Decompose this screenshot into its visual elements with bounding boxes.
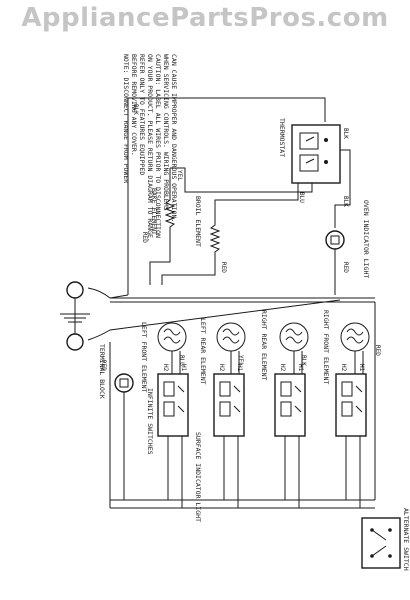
rf-wires <box>354 351 364 374</box>
rr-line-wires <box>284 436 300 508</box>
note-line: WHEN SERVICING CONTROLS. WIRING PROBLEMS <box>162 54 170 211</box>
note-line: NOTE: DISCONNECT RANGE FROM POWER <box>122 54 130 183</box>
infinite-switches-label: INFINITE SWITCHES <box>146 388 154 455</box>
wire-label-yel: YEL <box>237 355 244 366</box>
lr-wires <box>230 351 240 374</box>
terminal-h2: H2 <box>162 364 169 372</box>
right-front-label: RIGHT FRONT ELEMENT <box>322 310 330 384</box>
terminal-h2: H2 <box>218 364 225 372</box>
bake-element-label: BAKE ELEMENT <box>150 188 158 235</box>
alternate-switch: ALTERNATE SWITCH <box>361 508 410 571</box>
watermark: AppliancePartsPros.com <box>21 3 389 33</box>
thermo-broil-wire <box>214 183 299 212</box>
right-rear-label: RIGHT REAR ELEMENT <box>260 310 268 381</box>
infinite-switch-lr: H2 H1 <box>213 364 245 437</box>
blk-main-wire <box>127 97 326 295</box>
lr-line-wires <box>223 436 239 508</box>
broil-return-wire <box>161 262 216 285</box>
notes-block: NOTE: DISCONNECT RANGE FROM POWER BEFORE… <box>122 54 178 242</box>
alternate-switch-label: ALTERNATE SWITCH <box>402 508 410 571</box>
wire-label-blk: BLK <box>342 128 349 139</box>
bake-element: BAKE ELEMENT YEL <box>150 168 183 250</box>
infinite-switch-rf: H2 H1 <box>335 364 367 437</box>
left-front-label: LEFT FRONT ELEMENT <box>140 322 148 393</box>
wire-label-red: RED <box>100 360 107 371</box>
wire-label-red: RED <box>342 262 349 273</box>
thermo-bake-wire <box>170 167 313 193</box>
rf-line-wires <box>345 436 361 508</box>
right-front-element: RIGHT FRONT ELEMENT RED <box>322 310 381 384</box>
note-line: CAN CAUSE IMPROPER AND DANGEROUS OPERATI… <box>170 54 178 222</box>
terminal-block-label: TERMINAL BLOCK <box>98 344 106 399</box>
broil-element-label: BROIL ELEMENT <box>194 196 202 247</box>
lf-wires <box>171 351 181 374</box>
oven-indicator-label: OVEN INDICATOR LIGHT <box>362 200 370 278</box>
wire-label-red: RED <box>220 262 227 273</box>
wire-label-blk: BLK <box>342 196 349 207</box>
wire-label-blu: BLU <box>178 355 185 366</box>
note-line: CAUTION: LABEL ALL WIRES PRIOR TO DISCON… <box>154 54 162 238</box>
terminal-block: TERMINAL BLOCK <box>60 281 341 399</box>
infinite-switch-lf: H2 H1 <box>157 364 189 437</box>
left-rear-label: LEFT REAR ELEMENT <box>199 318 207 385</box>
rr-wires <box>293 351 303 374</box>
broil-element: BROIL ELEMENT RED <box>194 196 227 273</box>
note-line: REFER ONLY TO FEATURES EQUIPPED <box>138 54 146 175</box>
wire-label-red: RED <box>374 345 381 356</box>
wire-label-blk: BLK <box>132 104 139 115</box>
terminal-h2: H2 <box>279 364 286 372</box>
thermostat-label: THERMOSTAT <box>278 118 286 157</box>
note-line: ON YOUR PRODUCT. PLEASE RETURN DIAGRAM T… <box>146 54 154 242</box>
wire-label-blk: BLK <box>300 355 307 366</box>
wire-label-red: RED <box>141 232 148 243</box>
wire-label-blu: BLU <box>298 192 305 203</box>
infinite-switch-rr: H2 H1 <box>274 364 306 437</box>
left-front-element: LEFT FRONT ELEMENT BLU <box>140 322 187 393</box>
thermostat: THERMOSTAT <box>278 118 341 184</box>
terminal-h1: H1 <box>180 364 187 372</box>
terminal-h1: H1 <box>297 364 304 372</box>
surface-indicator-label: SURFACE INDICATOR LIGHT <box>194 432 202 522</box>
terminal-h1: H1 <box>358 364 365 372</box>
lf-line-wires <box>167 436 183 508</box>
bake-return-wire <box>149 250 171 285</box>
note-line: BEFORE REMOVING ANY COVER. <box>130 54 138 156</box>
wire-label-yel: YEL <box>176 170 183 181</box>
thermo-out-wire <box>334 149 351 228</box>
terminal-h2: H2 <box>340 364 347 372</box>
